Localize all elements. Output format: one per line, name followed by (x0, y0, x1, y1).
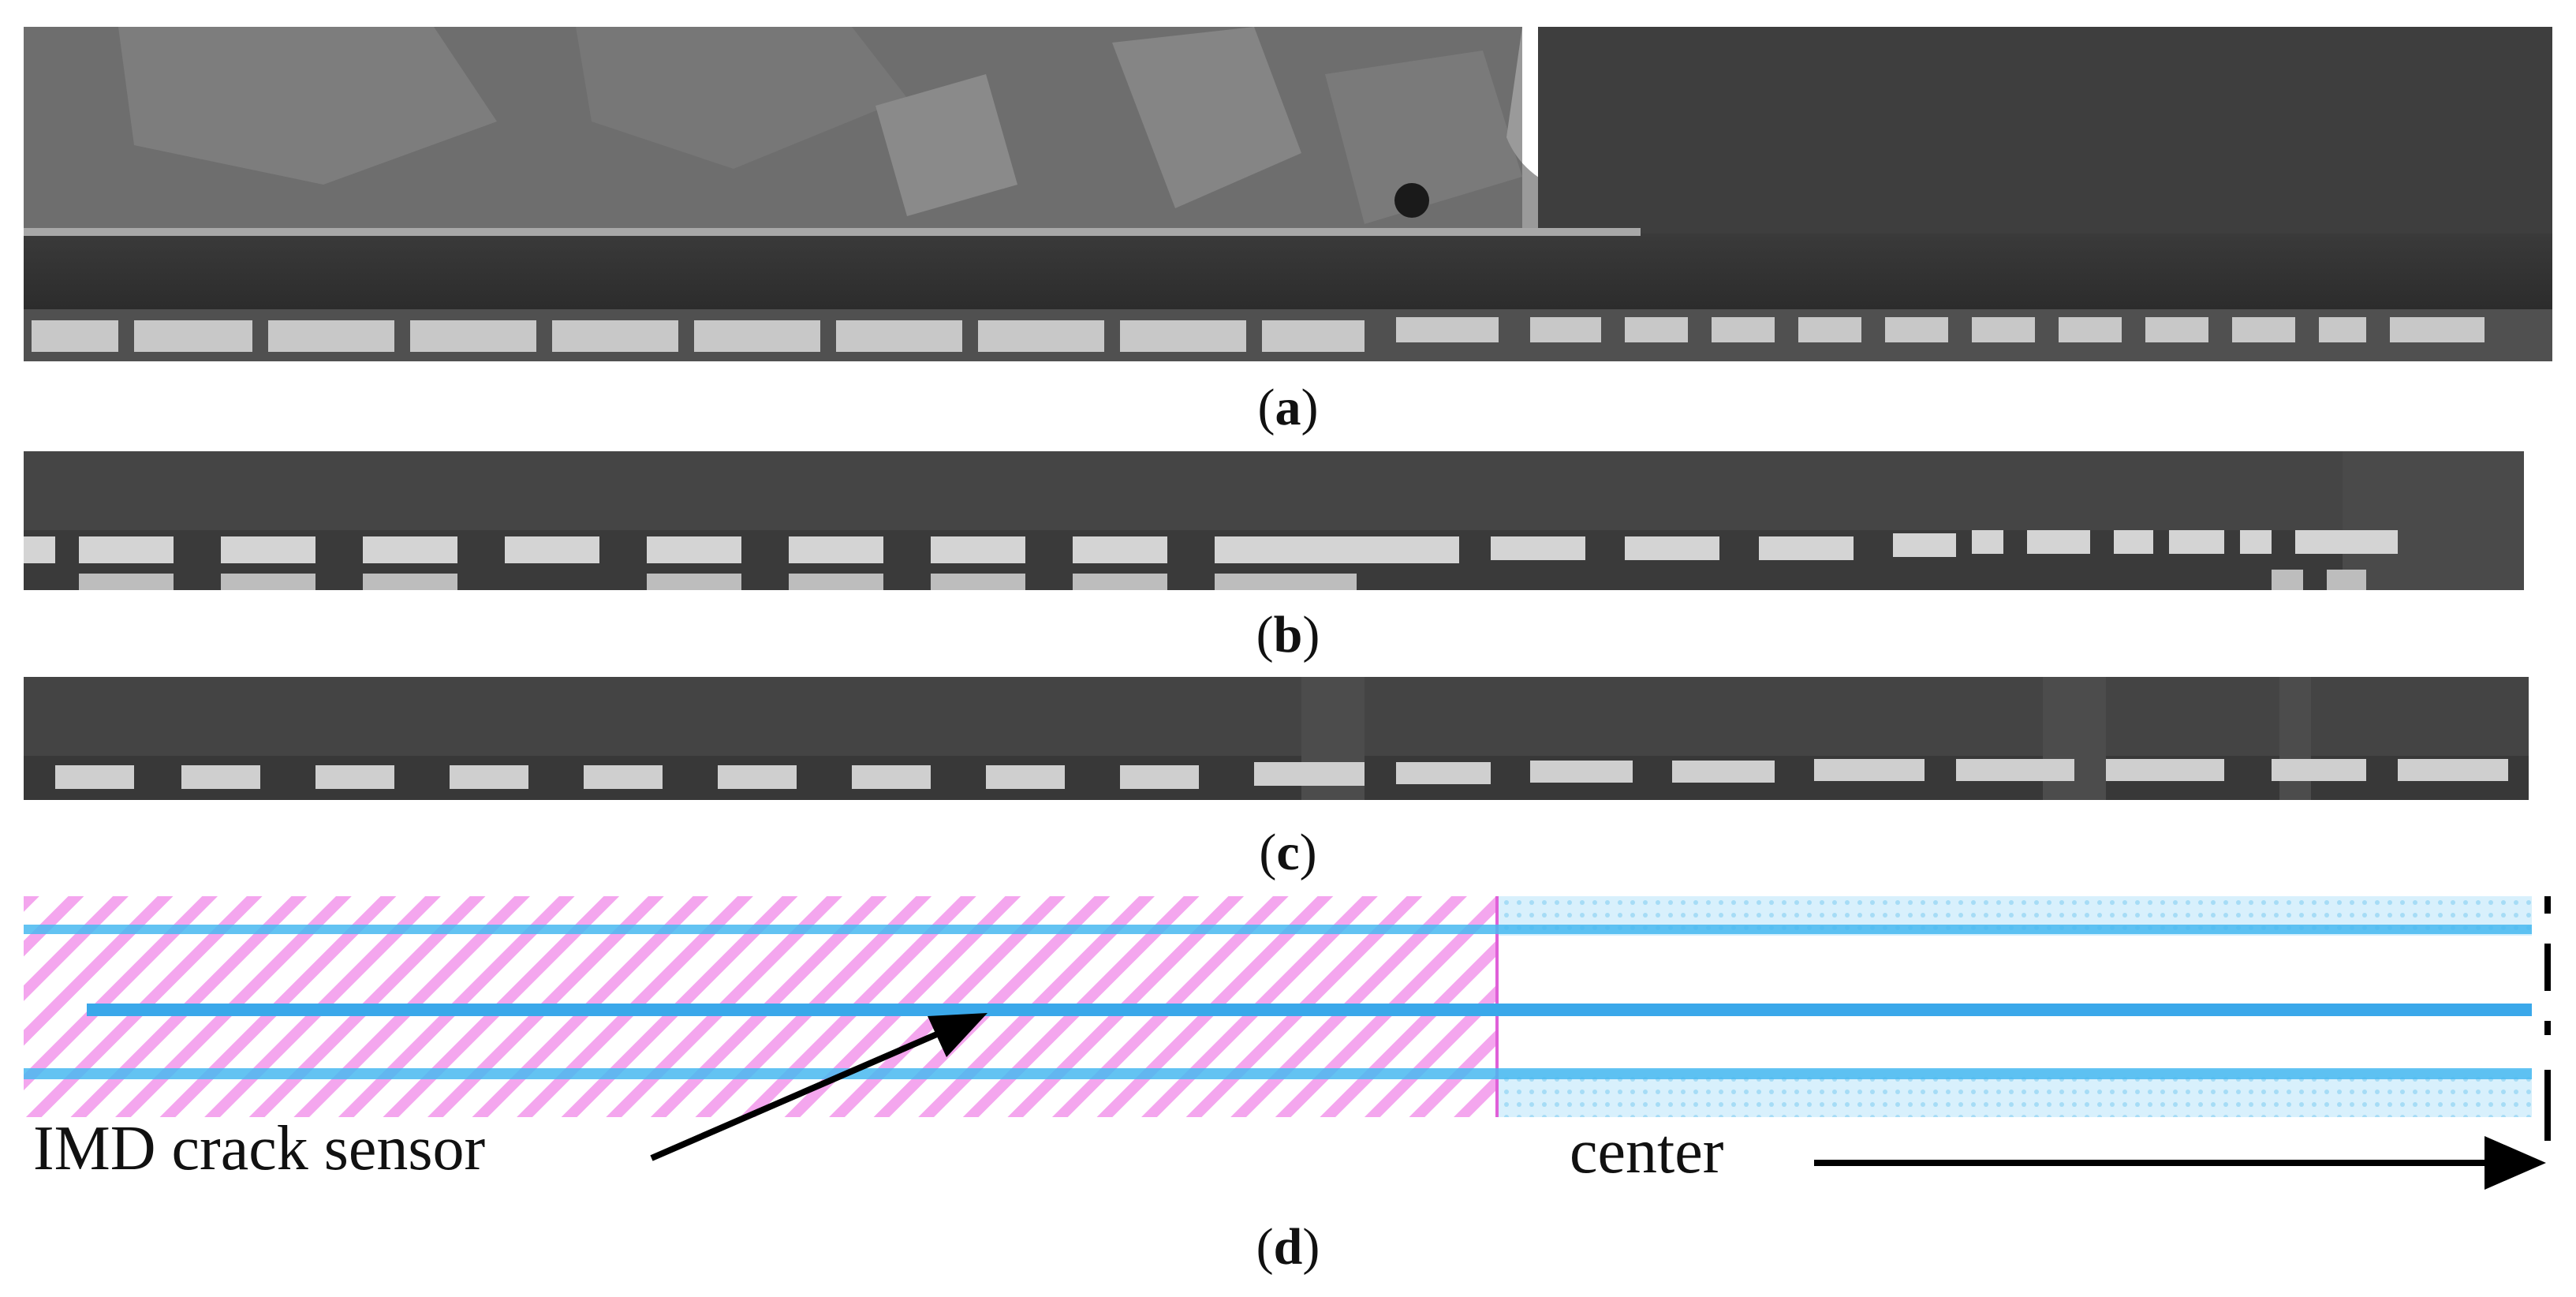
sem-panel-c (24, 677, 2529, 800)
imd-crack-sensor-label: IMD crack sensor (33, 1114, 486, 1183)
center-arrow-head (2485, 1136, 2546, 1190)
center-label: center (1570, 1117, 1724, 1187)
layout-panel-d (24, 896, 2555, 1141)
layout-schematic (24, 896, 2551, 1141)
caption-a: (a) (1257, 379, 1319, 436)
sem-image-c (24, 677, 2529, 800)
sem-image-a (24, 27, 2552, 361)
caption-b: (b) (1256, 606, 1320, 663)
sem-panel-a (24, 27, 2552, 361)
sensor-arrow-shaft (650, 1030, 940, 1161)
caption-c: (c) (1259, 824, 1317, 881)
sem-image-b (24, 451, 2524, 590)
caption-d: (d) (1256, 1218, 1320, 1276)
sem-panel-b (24, 451, 2524, 590)
sensor-arrow-head (928, 1013, 987, 1057)
